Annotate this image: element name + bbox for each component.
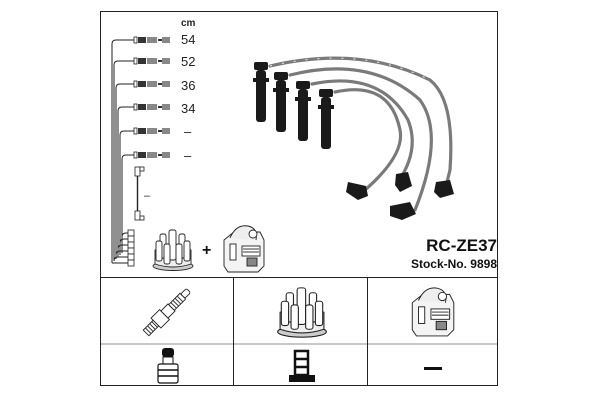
table-cell-ignition-coil (368, 278, 498, 342)
wire-length-1: 54 (181, 32, 196, 47)
wire-length-6: – (184, 148, 192, 163)
table-cell-distributor-cap (234, 278, 367, 342)
divider-main (100, 277, 498, 278)
plus-sign: + (202, 242, 212, 259)
wire-length-schematic (111, 36, 170, 267)
product-code: RC-ZE37 (426, 236, 497, 255)
table-cell-plug-terminal (101, 345, 233, 386)
plug-terminal-icon (157, 348, 179, 384)
table-cell-spark-plug (101, 278, 233, 342)
cap-terminal-icon (289, 349, 315, 382)
ignition-coil-icon (411, 287, 455, 337)
diagram-frame (100, 11, 498, 386)
divider-row (101, 343, 497, 345)
unit-label: cm (181, 18, 196, 29)
distributor-cap-icon (277, 287, 327, 338)
none-dash-icon (424, 367, 442, 370)
spark-plug-icon (142, 288, 191, 337)
divider-col-2 (367, 277, 368, 386)
distributor-cap-icon (152, 229, 194, 271)
table-cell-cap-terminal (234, 345, 367, 386)
ignition-lead-set-image (253, 56, 454, 220)
wire-length-2: 52 (181, 54, 196, 69)
divider-col-1 (233, 277, 234, 386)
ignition-coil-icon (223, 225, 265, 273)
wire-length-3: 36 (181, 78, 196, 93)
wire-length-5: – (184, 124, 192, 139)
wire-length-4: 34 (181, 101, 196, 116)
single-wire-length: – (144, 190, 151, 202)
table-cell-no-coil-terminal (368, 345, 498, 386)
stock-number: Stock-No. 9898 (410, 257, 497, 271)
